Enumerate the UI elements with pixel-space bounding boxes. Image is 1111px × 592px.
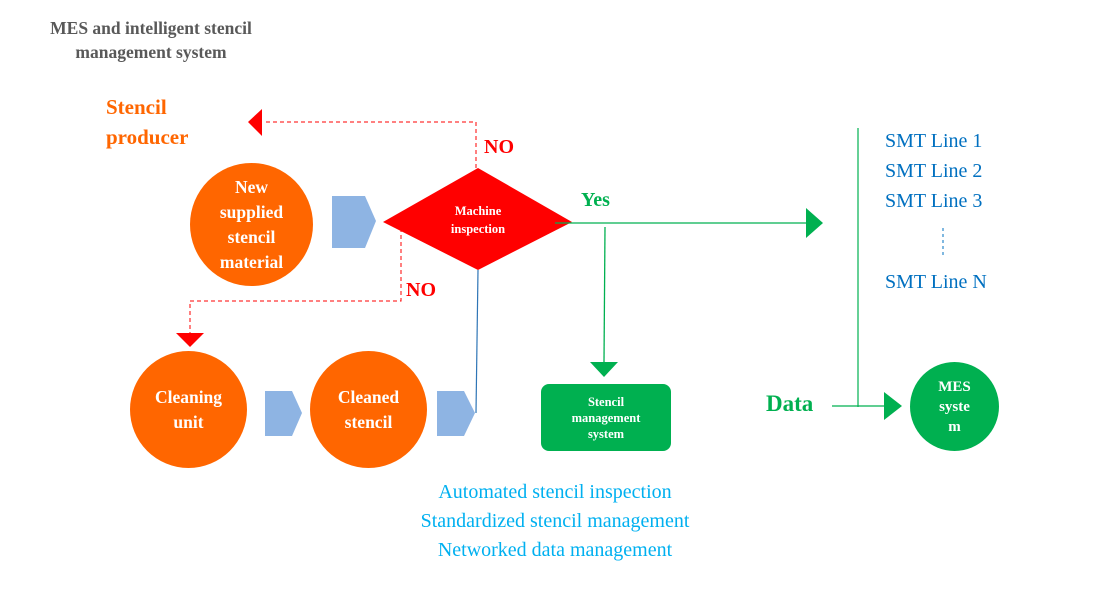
node-text: stencil [227,226,276,247]
yes-down-line [603,226,606,363]
node-text: MES [938,378,971,395]
node-text: syste [939,398,970,415]
feature-item: Networked data management [437,539,673,561]
stencil-producer-label: Stencil producer [106,92,188,152]
arrow-right-icon [806,208,823,238]
no-to-cleaning-line [189,228,402,333]
node-text: unit [173,411,204,432]
node-text: Cleaning [154,386,223,407]
node-text: Cleaned [337,386,400,407]
smt-line-item: SMT Line N [885,271,987,293]
arrow-down-green-icon [590,362,618,377]
node-text: material [219,251,284,272]
node-text: supplied [219,201,284,222]
node-text: New [234,176,269,197]
node-text: Machine [454,204,502,218]
feature-item: Automated stencil inspection [438,481,672,503]
chevron-arrow-3 [437,391,475,436]
node-text: inspection [450,222,506,236]
chevron-arrow-1 [332,196,376,248]
smt-line-item: SMT Line 1 [885,130,983,152]
node-text: Stencil [587,394,625,409]
smt-line-item: SMT Line 3 [885,190,983,212]
cleaned-stencil-node[interactable]: Cleaned stencil [310,351,427,468]
node-text: system [587,426,625,441]
node-text: stencil [344,411,393,432]
node-text: m [948,418,961,435]
feature-item: Standardized stencil management [420,510,690,532]
yes-label: Yes [581,189,610,211]
new-stencil-node[interactable]: New supplied stencil material [190,163,313,286]
arrow-left-icon [248,109,262,136]
title-line-1: MES and intelligent stencil [50,18,252,38]
diagram-title: MES and intelligent stencil management s… [20,16,282,64]
return-line [475,269,479,414]
arrow-down-icon [176,333,204,347]
no-label-bottom: NO [406,279,436,301]
title-line-2: management system [75,42,227,62]
no-label-top: NO [484,136,514,158]
producer-line-2: producer [106,125,189,149]
smt-lines-list: SMT Line 1 SMT Line 2 SMT Line 3 [885,126,982,216]
node-text: management [571,410,641,425]
machine-inspection-diamond[interactable] [383,168,572,270]
machine-inspection-label: Machine inspection [430,202,526,238]
stencil-management-system-node[interactable]: Stencil management system [541,384,671,451]
smt-line-item: SMT Line 2 [885,160,983,182]
no-to-producer-line [263,121,477,168]
cleaning-unit-node[interactable]: Cleaning unit [130,351,247,468]
arrow-right-data-icon [884,392,902,420]
mes-system-node[interactable]: MES syste m [910,362,999,451]
chevron-arrow-2 [265,391,302,436]
producer-line-1: Stencil [106,95,167,119]
data-label: Data [766,391,814,416]
features-list: Automated stencil inspection Standardize… [370,478,740,565]
